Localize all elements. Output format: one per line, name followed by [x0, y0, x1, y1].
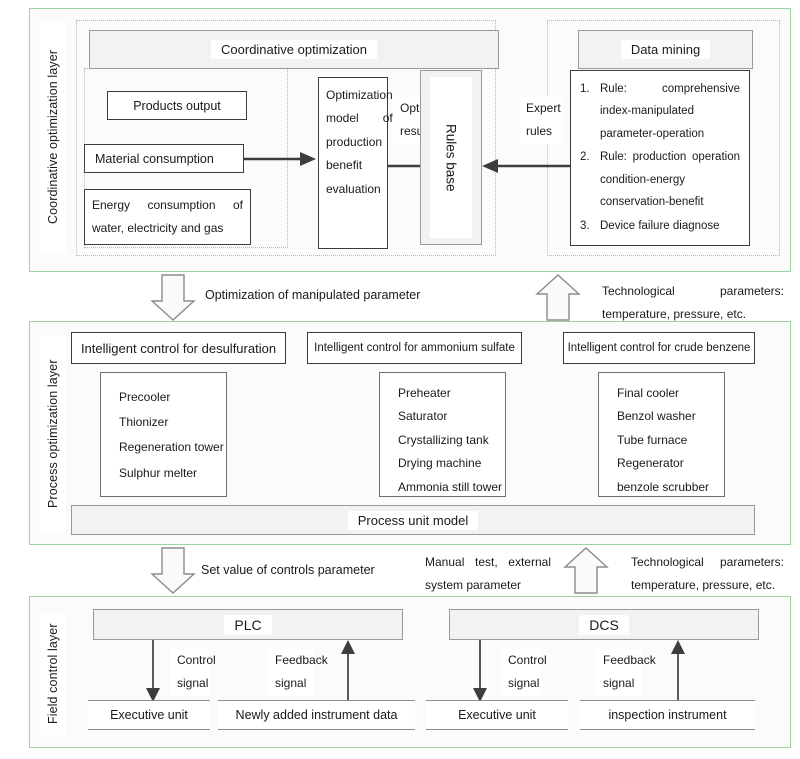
dcs-executive-unit-label: Executive unit [458, 708, 536, 722]
unit-items-crude-benzene: Final cooler Benzol washer Tube furnace … [599, 373, 724, 499]
data-mining-rules-box[interactable]: 1. Rule: comprehensive index-manipulated… [570, 70, 750, 246]
plc-control-signal-label: Control signal [170, 649, 216, 696]
unit-items-desulfuration: Precooler Thionizer Regeneration tower S… [101, 373, 226, 486]
rule-item: 2. Rule: production operation condition-… [580, 146, 740, 213]
arrow-plc-control-signal [146, 640, 160, 702]
controller-dcs-label: DCS [579, 614, 629, 635]
arrow-plc-feedback-signal [341, 640, 355, 702]
arrow-dcs-feedback-signal [671, 640, 685, 702]
rule-number: 2. [580, 151, 590, 164]
arrow-down-set-value-controls-parameter [150, 547, 196, 594]
unit-item: Final cooler [617, 386, 680, 400]
rule-item: 1. Rule: comprehensive index-manipulated… [580, 78, 740, 145]
optimization-model-box[interactable]: Optimization model of production benefit… [318, 77, 393, 249]
unit-items-ammonium-sulfate: Preheater Saturator Crystallizing tank D… [380, 373, 505, 499]
unit-list-ammonium-sulfate[interactable]: Preheater Saturator Crystallizing tank D… [379, 372, 506, 497]
rule-text: Device failure diagnose [600, 219, 720, 232]
rules-list: 1. Rule: comprehensive index-manipulated… [571, 71, 749, 242]
rules-base-box[interactable]: Rules base [420, 70, 482, 245]
dcs-executive-unit[interactable]: Executive unit [426, 700, 568, 730]
dcs-control-signal-label: Control signal [501, 649, 547, 696]
plc-executive-unit-label: Executive unit [110, 708, 188, 722]
plc-newly-added-instrument-data-label: Newly added instrument data [235, 708, 398, 722]
input-material-consumption[interactable]: Material consumption [84, 144, 244, 173]
data-mining-label: Data mining [620, 40, 711, 59]
process-unit-model-footer[interactable]: Process unit model [71, 505, 755, 535]
unit-item: Regeneration tower [119, 440, 224, 455]
arrow-up-technological-parameters-upper [535, 274, 581, 321]
controller-dcs[interactable]: DCS [449, 609, 759, 640]
unit-item: Precooler [119, 390, 171, 404]
header-intelligent-control-crude-benzene[interactable]: Intelligent control for crude benzene [563, 332, 755, 364]
coordinative-optimization-label: Coordinative optimization [211, 40, 377, 59]
optimization-of-manipulated-parameter-label: Optimization of manipulated parameter [205, 288, 421, 302]
set-value-of-controls-parameter-label: Set value of controls parameter [201, 563, 375, 577]
plc-newly-added-instrument-data[interactable]: Newly added instrument data [218, 700, 415, 730]
plc-executive-unit[interactable]: Executive unit [88, 700, 210, 730]
dcs-feedback-signal-label: Feedback signal [596, 649, 656, 696]
input-energy-consumption[interactable]: Energy consumption of water, electricity… [84, 189, 251, 245]
rule-text: Rule: comprehensive index-manipulated pa… [600, 83, 740, 140]
process-optimization-layer: Process optimization layer Intelligent c… [29, 321, 791, 545]
unit-list-crude-benzene[interactable]: Final cooler Benzol washer Tube furnace … [598, 372, 725, 497]
expert-rules-label: Expert rules [519, 97, 563, 144]
unit-item: Preheater [398, 386, 451, 400]
data-mining-header[interactable]: Data mining [578, 30, 753, 69]
unit-item: Ammonia still tower [398, 479, 503, 494]
unit-item: Saturator [398, 409, 448, 424]
arrow-inputs-to-model [244, 152, 316, 166]
controller-plc[interactable]: PLC [93, 609, 403, 640]
layer-caption-coordinative: Coordinative optimization layer [40, 21, 66, 253]
field-control-layer: Field control layer PLC Control signal F… [29, 596, 791, 748]
dcs-inspection-instrument[interactable]: inspection instrument [580, 700, 755, 730]
header-crude-benzene-label: Intelligent control for crude benzene [567, 342, 751, 354]
unit-item: Benzol washer [617, 409, 696, 424]
manual-test-external-system-parameter-label: Manual test, external system parameter [418, 551, 558, 598]
rule-text: Rule: production operation condition-ene… [600, 151, 740, 209]
header-intelligent-control-ammonium-sulfate[interactable]: Intelligent control for ammonium sulfate [307, 332, 522, 364]
input-energy-consumption-label: Energy consumption of water, electricity… [92, 197, 243, 235]
input-products-output[interactable]: Products output [107, 91, 247, 120]
controller-plc-label: PLC [224, 614, 272, 635]
header-intelligent-control-desulfuration[interactable]: Intelligent control for desulfuration [71, 332, 286, 364]
optimization-model-label: Optimization model of production benefit… [326, 88, 393, 196]
unit-item: Drying machine [398, 456, 482, 471]
layer-caption-field: Field control layer [40, 613, 66, 735]
dcs-inspection-instrument-label: inspection instrument [608, 708, 727, 722]
unit-item: benzole scrubber [617, 479, 710, 494]
unit-item: Regenerator [617, 456, 684, 471]
rule-item: 3. Device failure diagnose [580, 215, 740, 237]
plc-feedback-signal-label: Feedback signal [268, 649, 328, 696]
unit-item: Thionizer [119, 415, 169, 430]
input-products-output-label: Products output [133, 98, 221, 113]
rule-number: 1. [580, 83, 590, 95]
layer-caption-process: Process optimization layer [40, 336, 66, 532]
arrow-down-optimization-parameter [150, 274, 196, 321]
rule-number: 3. [580, 219, 590, 232]
arrow-up-technological-parameters-lower [563, 547, 609, 594]
input-material-consumption-label: Material consumption [95, 151, 214, 166]
unit-item: Crystallizing tank [398, 432, 489, 447]
header-ammonium-sulfate-label: Intelligent control for ammonium sulfate [314, 342, 515, 354]
process-unit-model-label: Process unit model [347, 510, 479, 530]
rules-base-label: Rules base [430, 77, 472, 238]
technological-parameters-lower-label: Technological parameters: temperature, p… [624, 551, 791, 598]
coordinative-group-frame [76, 20, 496, 256]
header-desulfuration-label: Intelligent control for desulfuration [80, 340, 277, 356]
coordinative-optimization-header[interactable]: Coordinative optimization [89, 30, 499, 69]
arrow-dcs-control-signal [473, 640, 487, 702]
unit-item: Sulphur melter [119, 465, 198, 480]
arrow-data-mining-to-rules-base [482, 159, 570, 173]
technological-parameters-upper-label: Technological parameters: temperature, p… [595, 280, 791, 327]
unit-item: Tube furnace [617, 432, 688, 447]
coordinative-optimization-layer: Coordinative optimization layer Coordina… [29, 8, 791, 272]
unit-list-desulfuration[interactable]: Precooler Thionizer Regeneration tower S… [100, 372, 227, 497]
